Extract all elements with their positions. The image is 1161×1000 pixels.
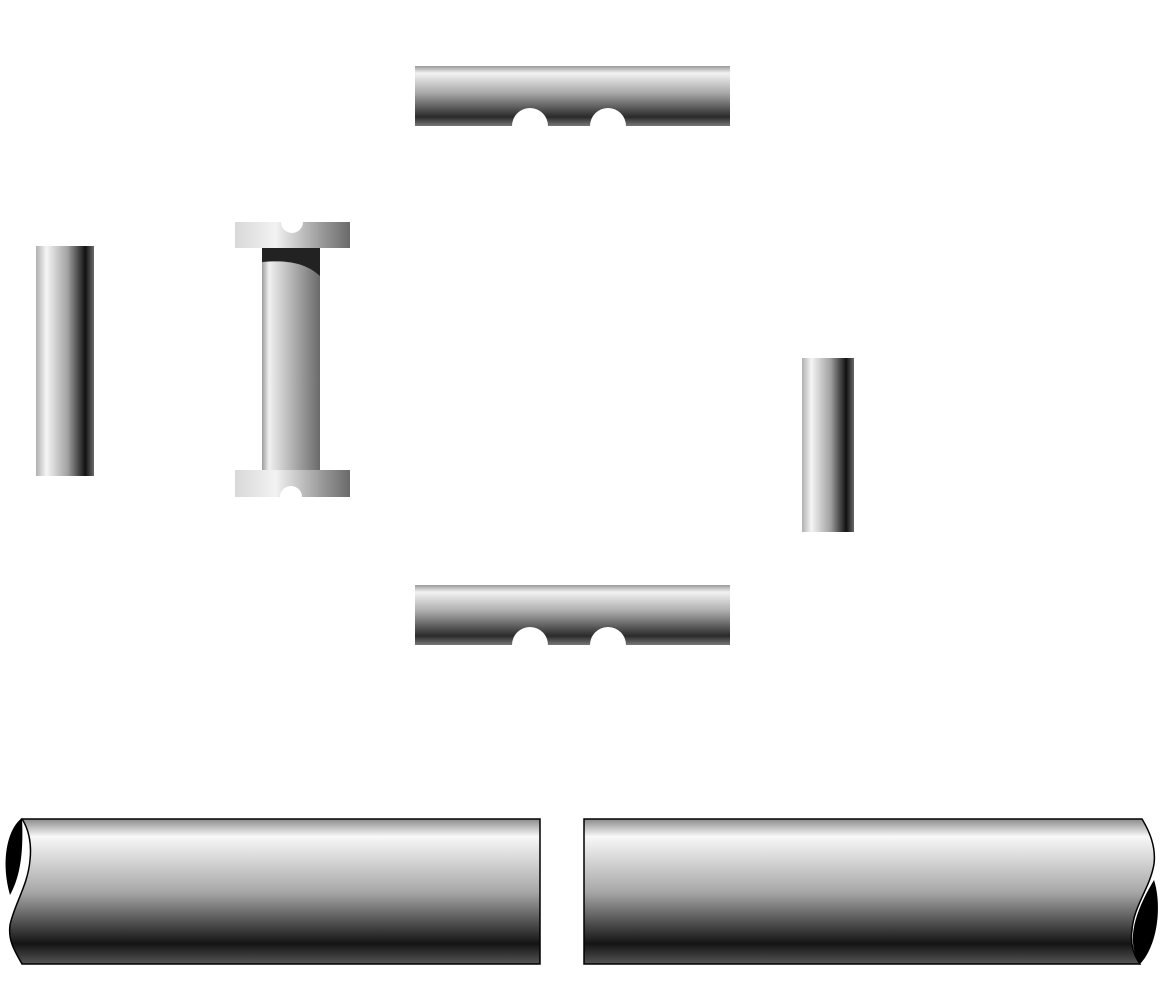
pipe-break-end <box>5 818 23 895</box>
spool-roller <box>235 222 350 497</box>
right-tube <box>802 358 854 532</box>
long-pipe-left <box>5 818 541 965</box>
clamp-bar-body <box>415 585 730 645</box>
bottom-clamp-bar <box>415 585 730 645</box>
clamp-bar-body <box>415 66 730 126</box>
left-tube <box>36 246 94 476</box>
spool-shadow <box>262 244 320 276</box>
top-clamp-bar <box>415 66 730 126</box>
tube-body <box>36 246 94 476</box>
pipe-body <box>8 818 541 965</box>
spool-bottom-flange <box>235 470 350 497</box>
spool-body <box>262 244 320 474</box>
tube-body <box>802 358 854 532</box>
pipe-body <box>583 818 1156 965</box>
long-pipe-right <box>583 818 1158 965</box>
pipe-break-end <box>1132 880 1158 964</box>
spool-top-flange <box>235 222 350 248</box>
